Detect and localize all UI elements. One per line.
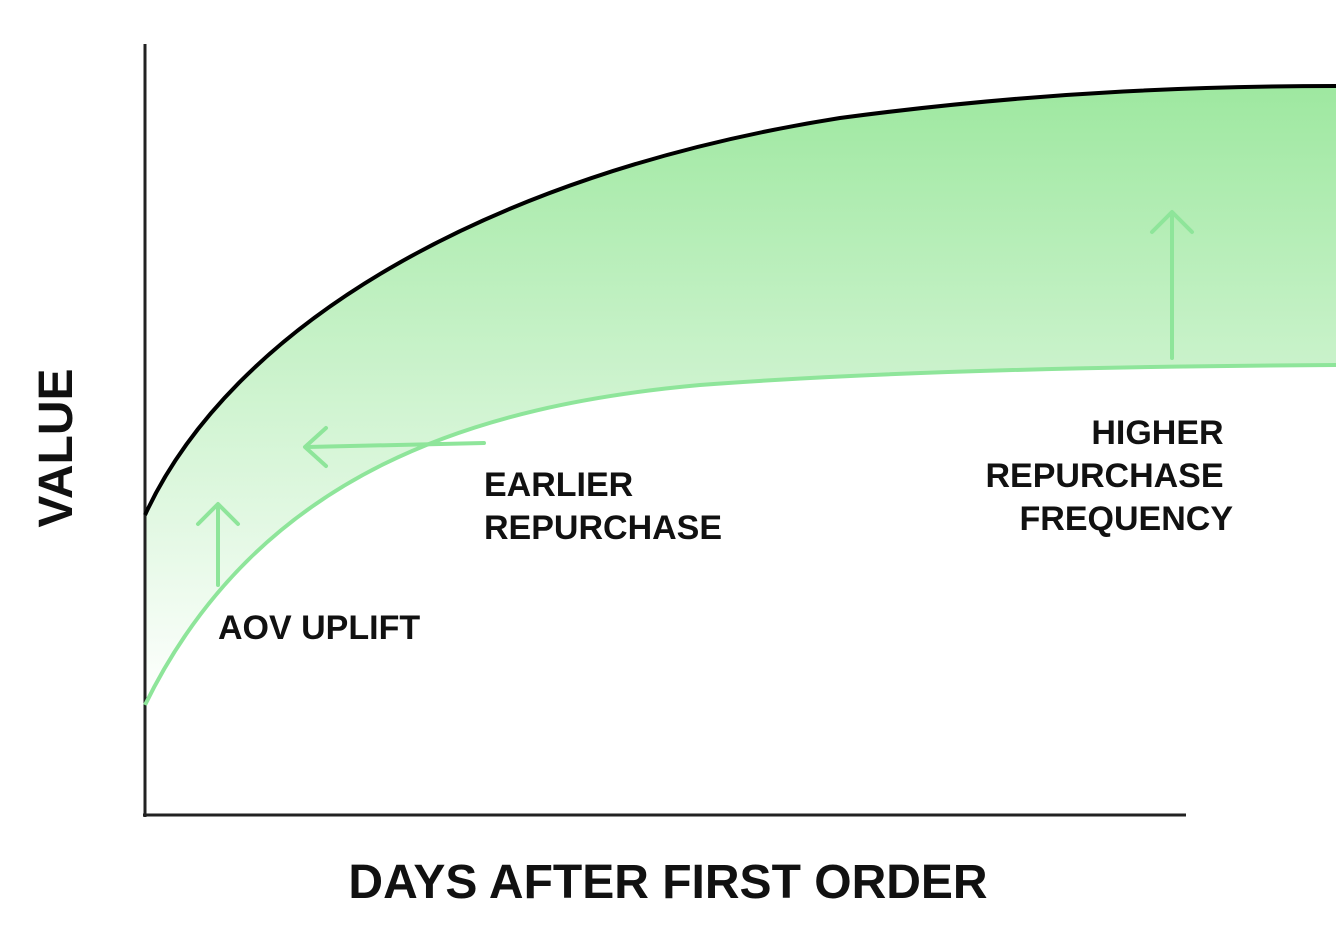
arrow-up-icon — [196, 502, 240, 587]
baseline-value-curve — [143, 363, 1336, 706]
higher-frequency-line: REPURCHASE — [986, 457, 1224, 495]
higher-frequency-label: HIGHER REPURCHASE FREQUENCY — [986, 414, 1234, 538]
earlier-repurchase-label: EARLIER REPURCHASE — [484, 466, 722, 547]
aov-uplift-label: AOV UPLIFT — [218, 609, 420, 647]
higher-frequency-line: HIGHER — [1091, 414, 1223, 452]
improved-value-curve — [143, 84, 1336, 516]
arrow-left-icon — [303, 426, 486, 468]
arrow-up-icon — [1150, 210, 1194, 360]
earlier-repurchase-line: REPURCHASE — [484, 509, 722, 547]
earlier-repurchase-line: EARLIER — [484, 466, 633, 504]
y-axis-title: VALUE — [30, 368, 83, 527]
higher-frequency-line: FREQUENCY — [1020, 500, 1234, 538]
x-axis-title: DAYS AFTER FIRST ORDER — [348, 856, 987, 909]
